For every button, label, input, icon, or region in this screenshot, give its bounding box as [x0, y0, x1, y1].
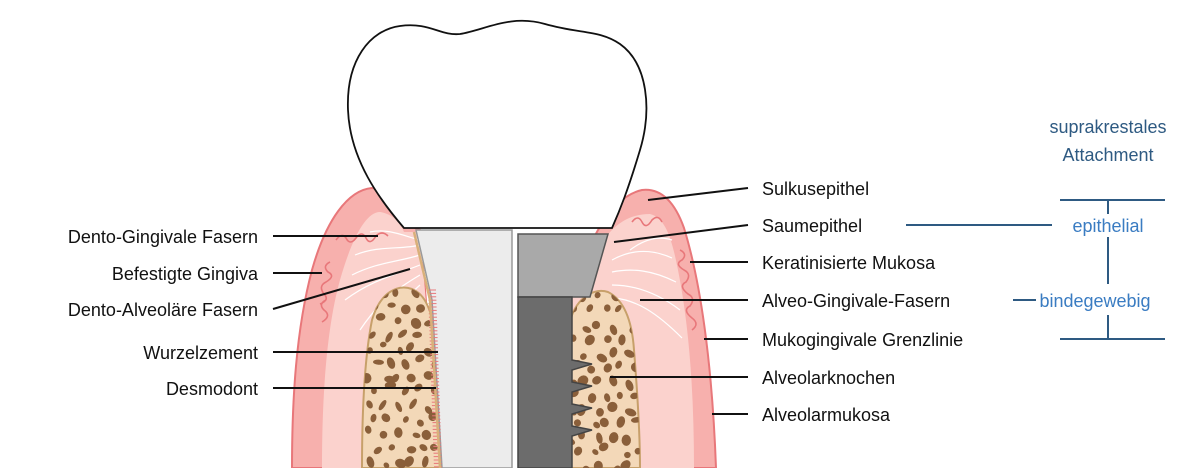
- attachment-title-line2: Attachment: [1062, 145, 1153, 165]
- tooth-crown: [348, 21, 646, 228]
- label-wurzelzement: Wurzelzement: [143, 343, 258, 363]
- bone-trabecula: [407, 446, 416, 453]
- label-keratinisierte-mukosa: Keratinisierte Mukosa: [762, 253, 936, 273]
- label-epithelial: epithelial: [1072, 216, 1143, 236]
- label-bindegewebig: bindegewebig: [1039, 291, 1150, 311]
- label-alveolarmukosa: Alveolarmukosa: [762, 405, 891, 425]
- attachment-title-line1: suprakrestales: [1049, 117, 1166, 137]
- label-sulkusepithel: Sulkusepithel: [762, 179, 869, 199]
- label-alveolarknochen: Alveolarknochen: [762, 368, 895, 388]
- bone-trabecula: [624, 452, 631, 458]
- label-alveo-gingivale-fasern: Alveo-Gingivale-Fasern: [762, 291, 950, 311]
- label-dento-gingivale-fasern: Dento-Gingivale Fasern: [68, 227, 258, 247]
- label-saumepithel: Saumepithel: [762, 216, 862, 236]
- label-befestigte-gingiva: Befestigte Gingiva: [112, 264, 259, 284]
- label-dento-alveolaere-fasern: Dento-Alveoläre Fasern: [68, 300, 258, 320]
- leader-sulkusepithel: [648, 188, 748, 200]
- label-desmodont: Desmodont: [166, 379, 258, 399]
- label-mukogingivale-grenzlinie: Mukogingivale Grenzlinie: [762, 330, 963, 350]
